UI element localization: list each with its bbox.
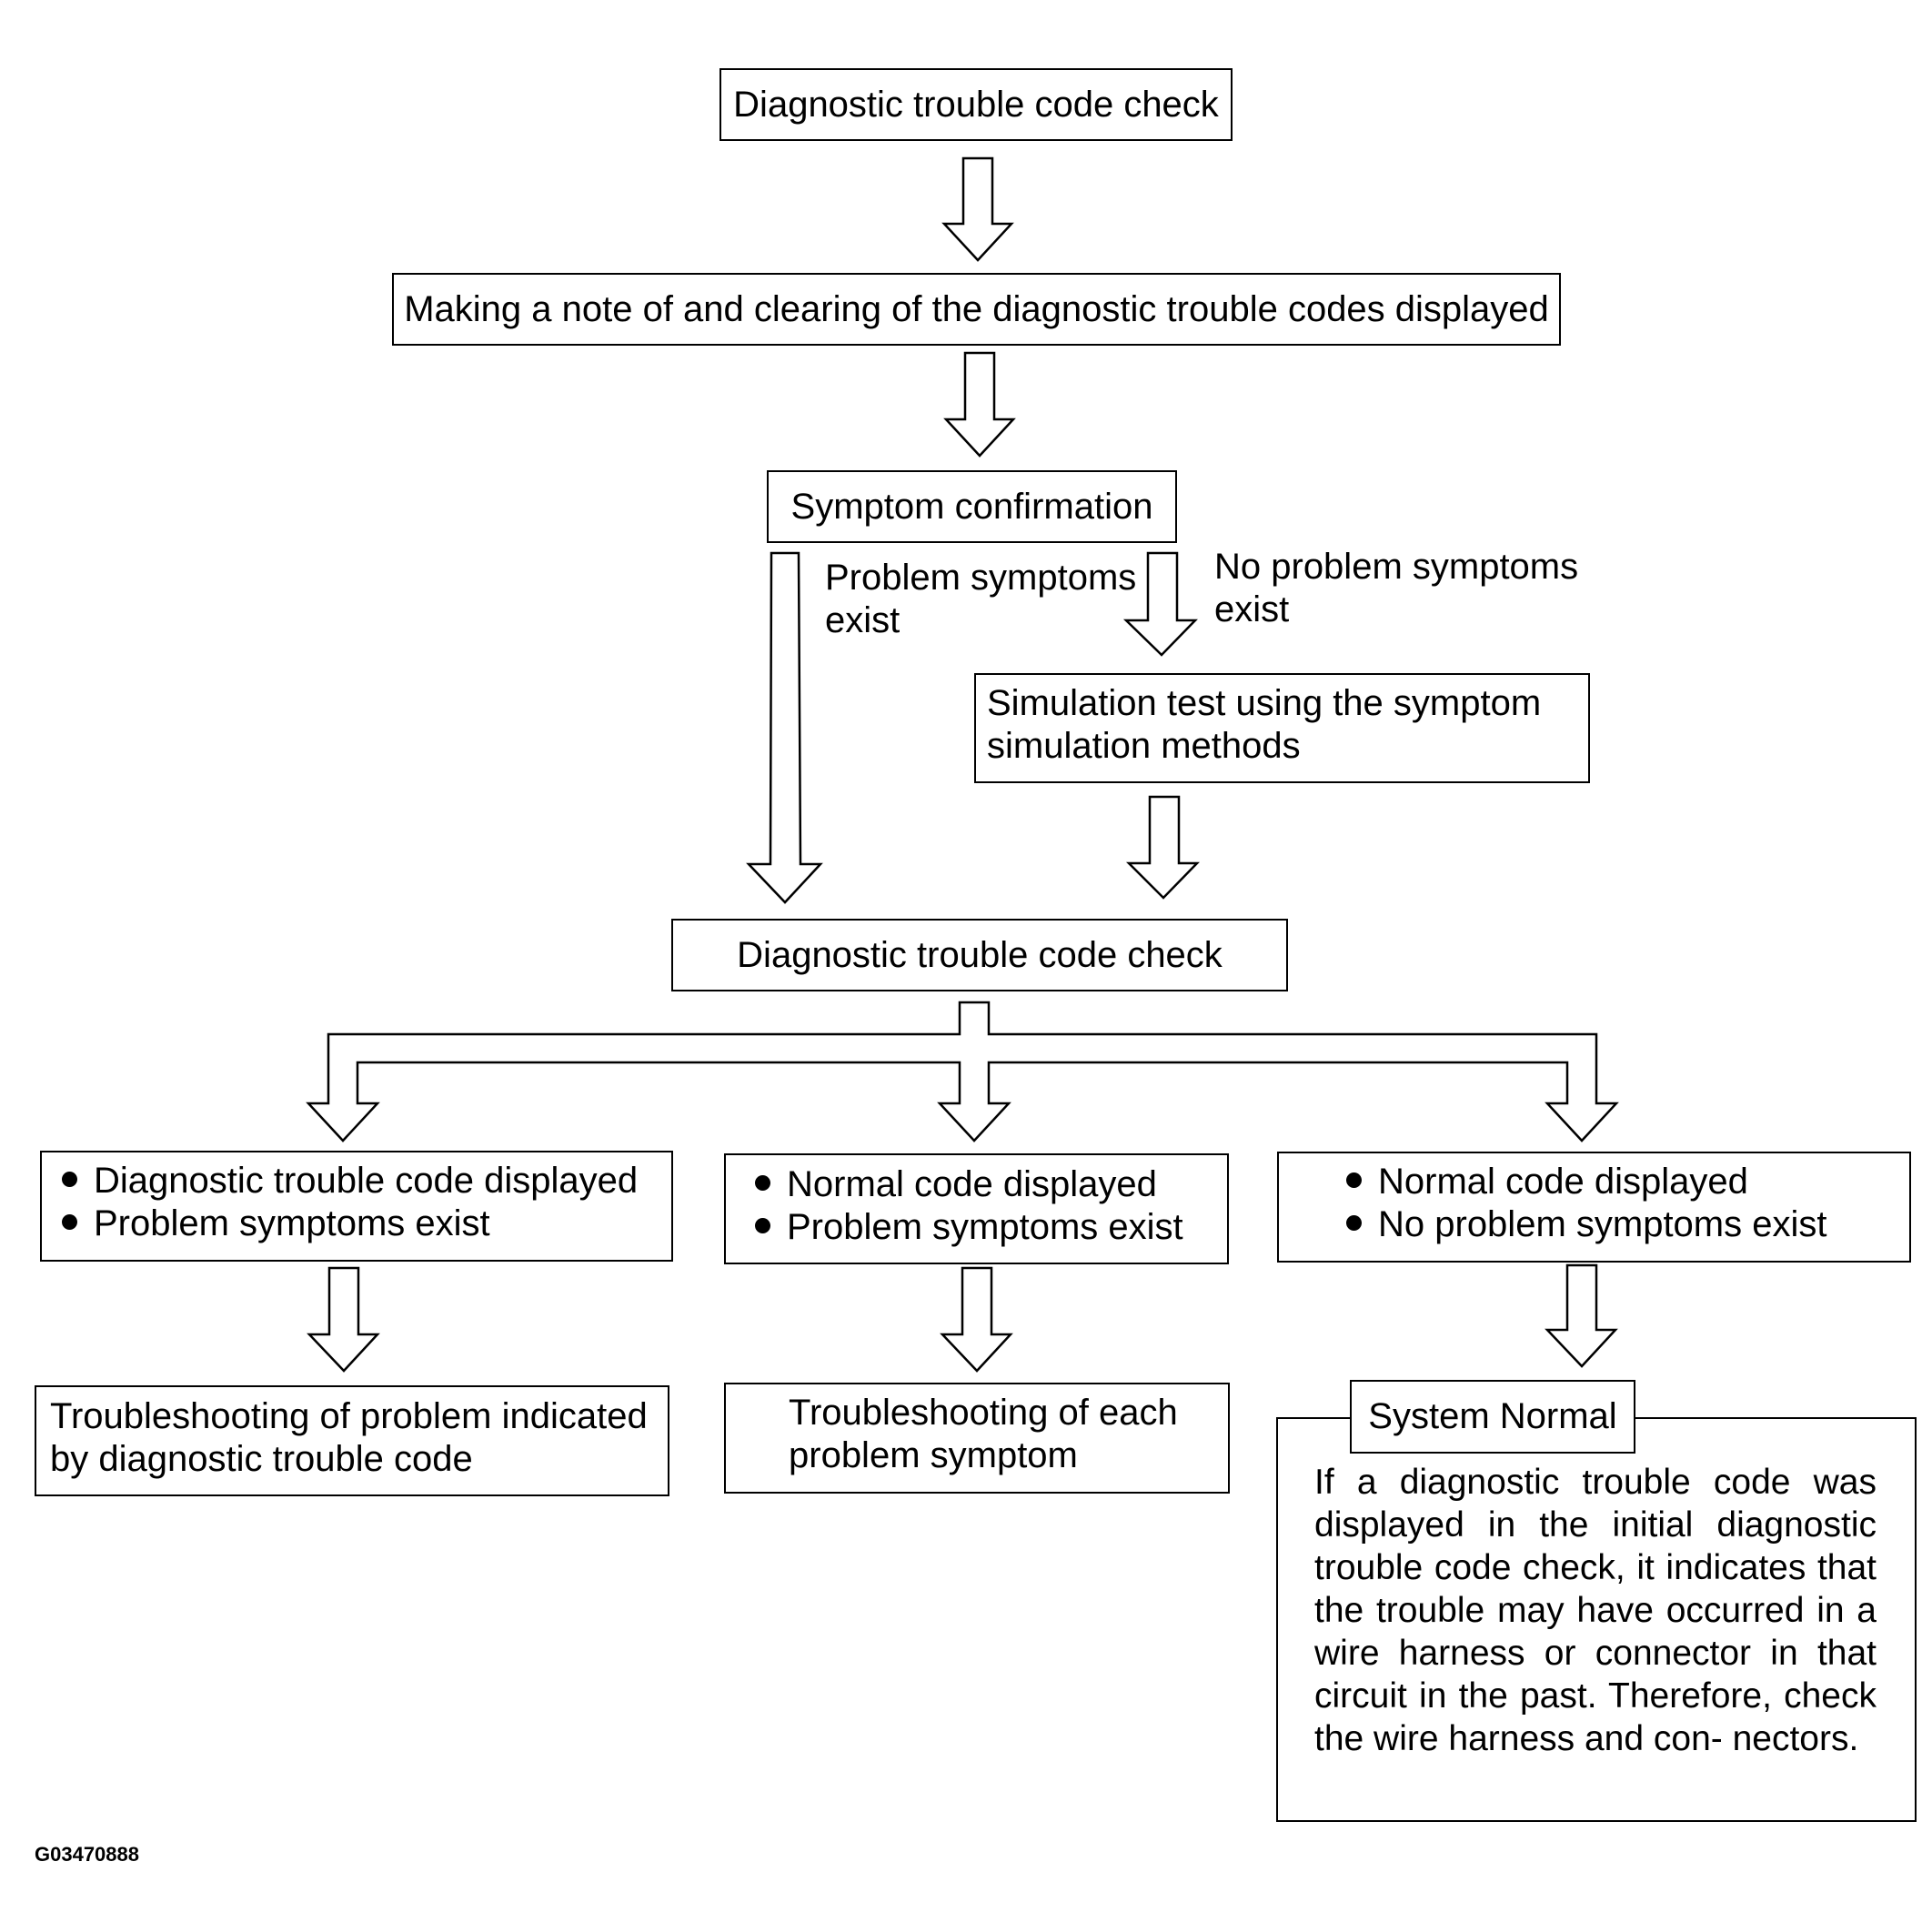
label-problem-symptoms-line1: Problem symptoms (825, 558, 1137, 598)
label-no-problem-symptoms-exist: No problem symptoms exist (1214, 546, 1578, 631)
arrow-outcome-2 (940, 1266, 1013, 1373)
figure-id: G03470888 (35, 1843, 139, 1866)
bullet-dot (62, 1171, 77, 1187)
step-dtc-check-initial-label: Diagnostic trouble code check (733, 84, 1219, 125)
arrow-simulation-down (1125, 795, 1200, 900)
label-problem-symptoms-line2: exist (825, 600, 901, 640)
result-symptom-line1: Troubleshooting of each (789, 1393, 1178, 1433)
outcome-2-bullet-2: Problem symptoms exist (755, 1206, 1227, 1249)
system-normal-title-label: System Normal (1368, 1396, 1617, 1436)
outcome-normal-code-no-problem: Normal code displayed No problem symptom… (1277, 1152, 1911, 1263)
arrow-outcome-1 (307, 1266, 380, 1373)
outcome-normal-code-problem: Normal code displayed Problem symptoms e… (724, 1153, 1229, 1264)
outcome-1-bullet-2: Problem symptoms exist (62, 1203, 671, 1245)
arrow-no-problem (1122, 551, 1198, 657)
step-dtc-check-initial: Diagnostic trouble code check (719, 68, 1233, 141)
bullet-dot (1346, 1172, 1362, 1188)
outcome-3-bullet-2: No problem symptoms exist (1346, 1203, 1909, 1246)
label-no-problem-line1: No problem symptoms (1214, 547, 1579, 587)
step-dtc-check-second-label: Diagnostic trouble code check (737, 934, 1223, 975)
system-normal-description: If a diagnostic trouble code was display… (1314, 1463, 1877, 1758)
arrow-branch (306, 1001, 1619, 1142)
arrow-problem-exist (746, 551, 823, 904)
result-dtc-line1: Troubleshooting of problem indicated (50, 1396, 648, 1436)
label-no-problem-line2: exist (1214, 589, 1290, 629)
result-troubleshoot-symptom: Troubleshooting of each problem symptom (724, 1383, 1230, 1494)
outcome-1-bullet-1: Diagnostic trouble code displayed (62, 1160, 671, 1203)
bullet-dot (62, 1213, 77, 1230)
result-symptom-line2: problem symptom (789, 1435, 1078, 1475)
bullet-dot (755, 1174, 770, 1191)
outcome-dtc-displayed: Diagnostic trouble code displayed Proble… (40, 1151, 673, 1262)
step-dtc-check-second: Diagnostic trouble code check (671, 919, 1288, 991)
bullet-dot (1346, 1214, 1362, 1231)
step-simulation-test: Simulation test using the symptom simula… (974, 673, 1590, 783)
arrow-outcome-3 (1545, 1263, 1618, 1368)
step-note-and-clear-label: Making a note of and clearing of the dia… (404, 288, 1549, 329)
arrow-1 (941, 156, 1014, 262)
outcome-3-bullet-1: Normal code displayed (1346, 1161, 1909, 1203)
result-system-normal-title: System Normal (1350, 1380, 1635, 1454)
outcome-2-bullet-1: Normal code displayed (755, 1163, 1227, 1206)
result-dtc-line2: by diagnostic trouble code (50, 1439, 473, 1479)
label-problem-symptoms-exist: Problem symptoms exist (825, 557, 1136, 642)
result-troubleshoot-dtc: Troubleshooting of problem indicated by … (35, 1385, 669, 1496)
step-symptom-confirmation-label: Symptom confirmation (790, 486, 1153, 527)
bullet-dot (755, 1217, 770, 1233)
result-system-normal-panel: If a diagnostic trouble code was display… (1276, 1417, 1917, 1822)
step-note-and-clear: Making a note of and clearing of the dia… (392, 273, 1561, 346)
step-simulation-line2: simulation methods (987, 726, 1301, 766)
step-symptom-confirmation: Symptom confirmation (767, 470, 1177, 543)
arrow-2 (943, 351, 1016, 458)
step-simulation-line1: Simulation test using the symptom (987, 683, 1542, 723)
